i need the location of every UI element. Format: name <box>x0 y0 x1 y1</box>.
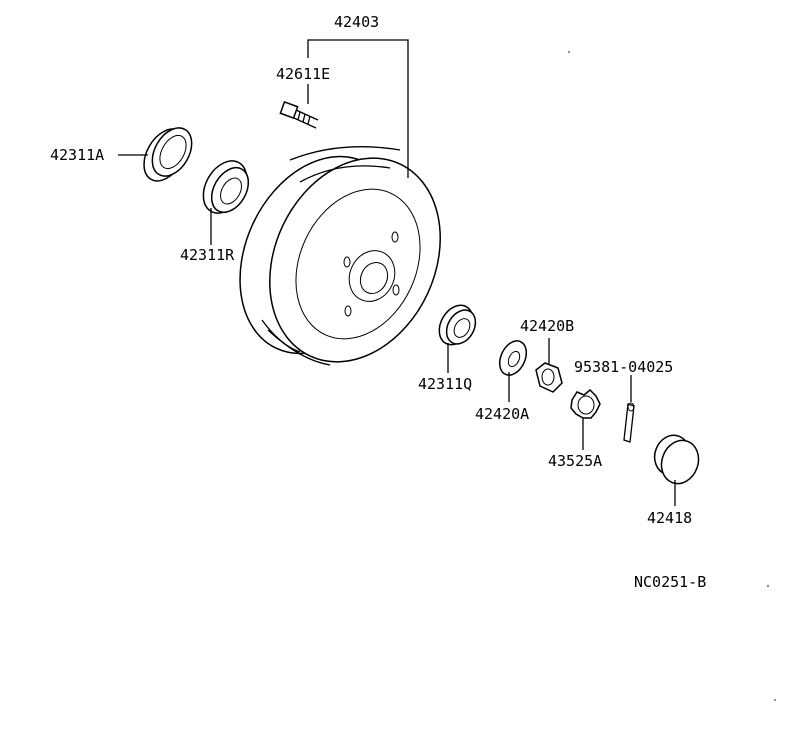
hub-bolt <box>279 101 319 129</box>
brake-drum <box>239 146 441 366</box>
label-hub-bolt: 42611E <box>276 65 330 83</box>
label-cotter-pin: 95381-04025 <box>574 358 673 376</box>
label-grease-cap: 42418 <box>647 509 692 527</box>
label-nut-lock-cap: 43525A <box>548 452 602 470</box>
washer <box>498 340 528 376</box>
inner-bearing <box>202 160 250 214</box>
label-outer-bearing: 42311Q <box>418 375 472 393</box>
label-outer-oil-seal: 42311A <box>50 146 104 164</box>
outer-oil-seal <box>143 127 193 182</box>
label-nut: 42420B <box>520 317 574 335</box>
label-inner-bearing: 42311R <box>180 246 235 264</box>
grease-cap <box>653 434 700 485</box>
outer-bearing <box>438 304 477 346</box>
cotter-pin <box>623 402 635 443</box>
nut <box>535 362 563 393</box>
leader-lines <box>118 39 676 506</box>
label-brake-drum: 42403 <box>334 13 379 31</box>
nut-lock-cap <box>570 388 601 419</box>
drawing-code: NC0251-B <box>634 573 706 591</box>
label-washer: 42420A <box>475 405 529 423</box>
